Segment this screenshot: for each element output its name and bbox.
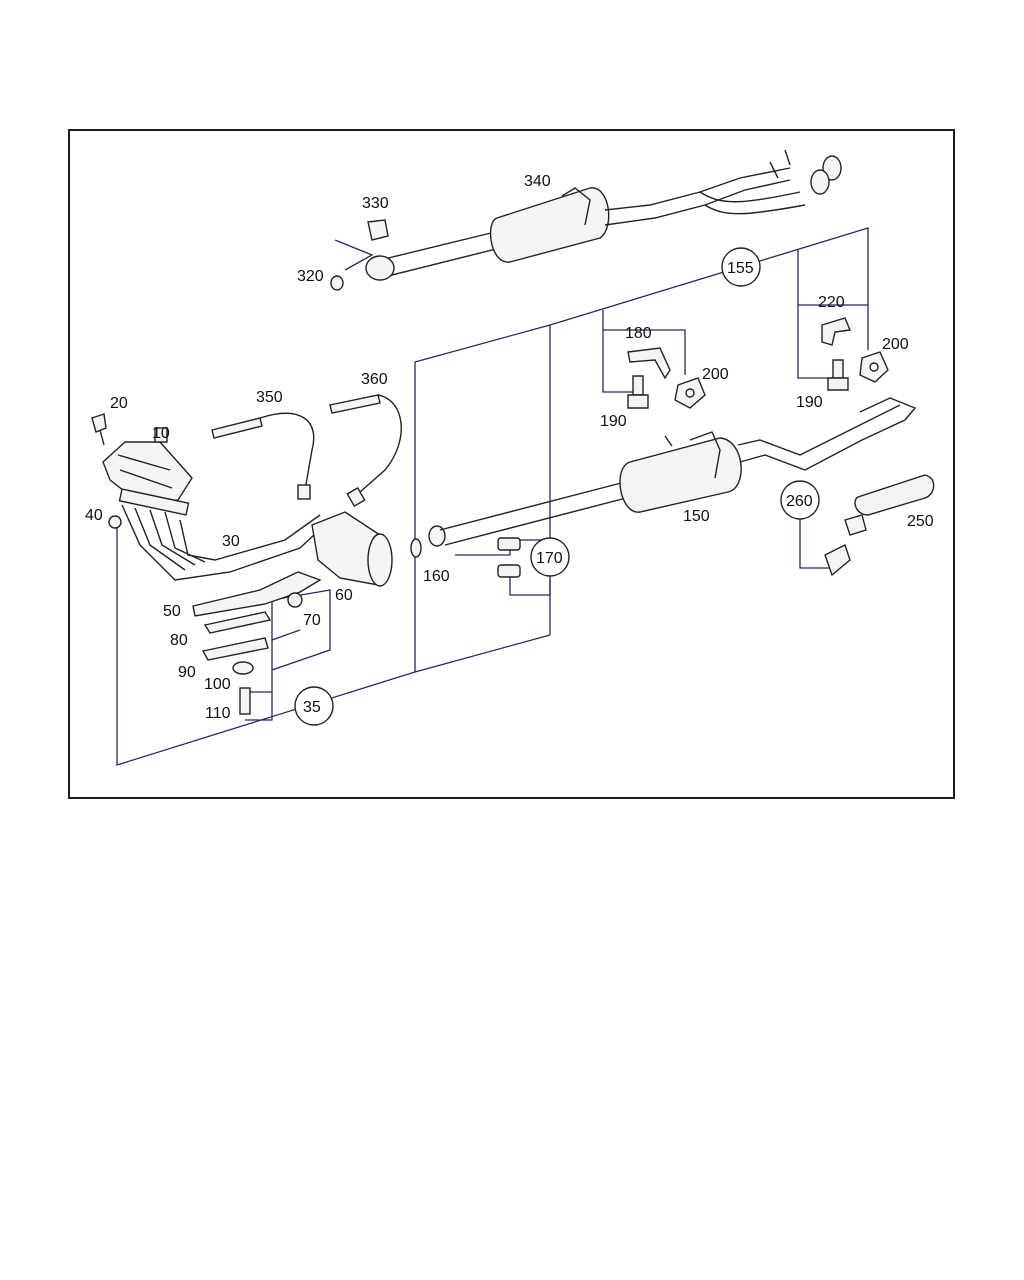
callout-circle-170 <box>530 537 570 577</box>
rear-muffler-340 <box>330 149 842 291</box>
callout-circle-260 <box>780 480 820 520</box>
part-label-20: 20 <box>110 395 128 412</box>
part-label-200-a: 200 <box>702 366 729 383</box>
part-label-30: 30 <box>222 533 240 550</box>
part-label-40: 40 <box>85 507 103 524</box>
diagram-frame <box>68 129 955 799</box>
part-label-190-b: 190 <box>796 394 823 411</box>
callout-circle-35 <box>294 686 334 726</box>
part-label-250: 250 <box>907 513 934 530</box>
part-label-350: 350 <box>256 389 283 406</box>
manifold-assembly <box>91 413 422 715</box>
part-label-155: 155 <box>727 260 754 277</box>
part-label-200-b: 200 <box>882 336 909 353</box>
part-label-260: 260 <box>786 493 813 510</box>
part-label-220: 220 <box>818 294 845 311</box>
part-label-180: 180 <box>625 325 652 342</box>
part-label-10: 10 <box>152 425 170 442</box>
part-labels: 20 10 40 30 50 60 70 80 90 100 110 35 35… <box>85 173 934 722</box>
part-label-320: 320 <box>297 268 324 285</box>
part-label-60: 60 <box>335 587 353 604</box>
callout-circle-155 <box>721 247 761 287</box>
part-label-360: 360 <box>361 371 388 388</box>
part-label-90: 90 <box>178 664 196 681</box>
part-label-150: 150 <box>683 508 710 525</box>
center-muffler-150 <box>428 397 917 578</box>
hangers <box>627 317 889 409</box>
part-label-170: 170 <box>536 550 563 567</box>
oxygen-sensors <box>211 394 402 508</box>
part-label-340: 340 <box>524 173 551 190</box>
part-label-35: 35 <box>303 699 321 716</box>
tailpipe-250 <box>824 474 935 577</box>
part-label-80: 80 <box>170 632 188 649</box>
part-label-100: 100 <box>204 676 231 693</box>
part-label-70: 70 <box>303 612 321 629</box>
part-label-190-a: 190 <box>600 413 627 430</box>
part-label-160: 160 <box>423 568 450 585</box>
part-label-50: 50 <box>163 603 181 620</box>
part-label-110: 110 <box>205 705 231 722</box>
part-label-330: 330 <box>362 195 389 212</box>
